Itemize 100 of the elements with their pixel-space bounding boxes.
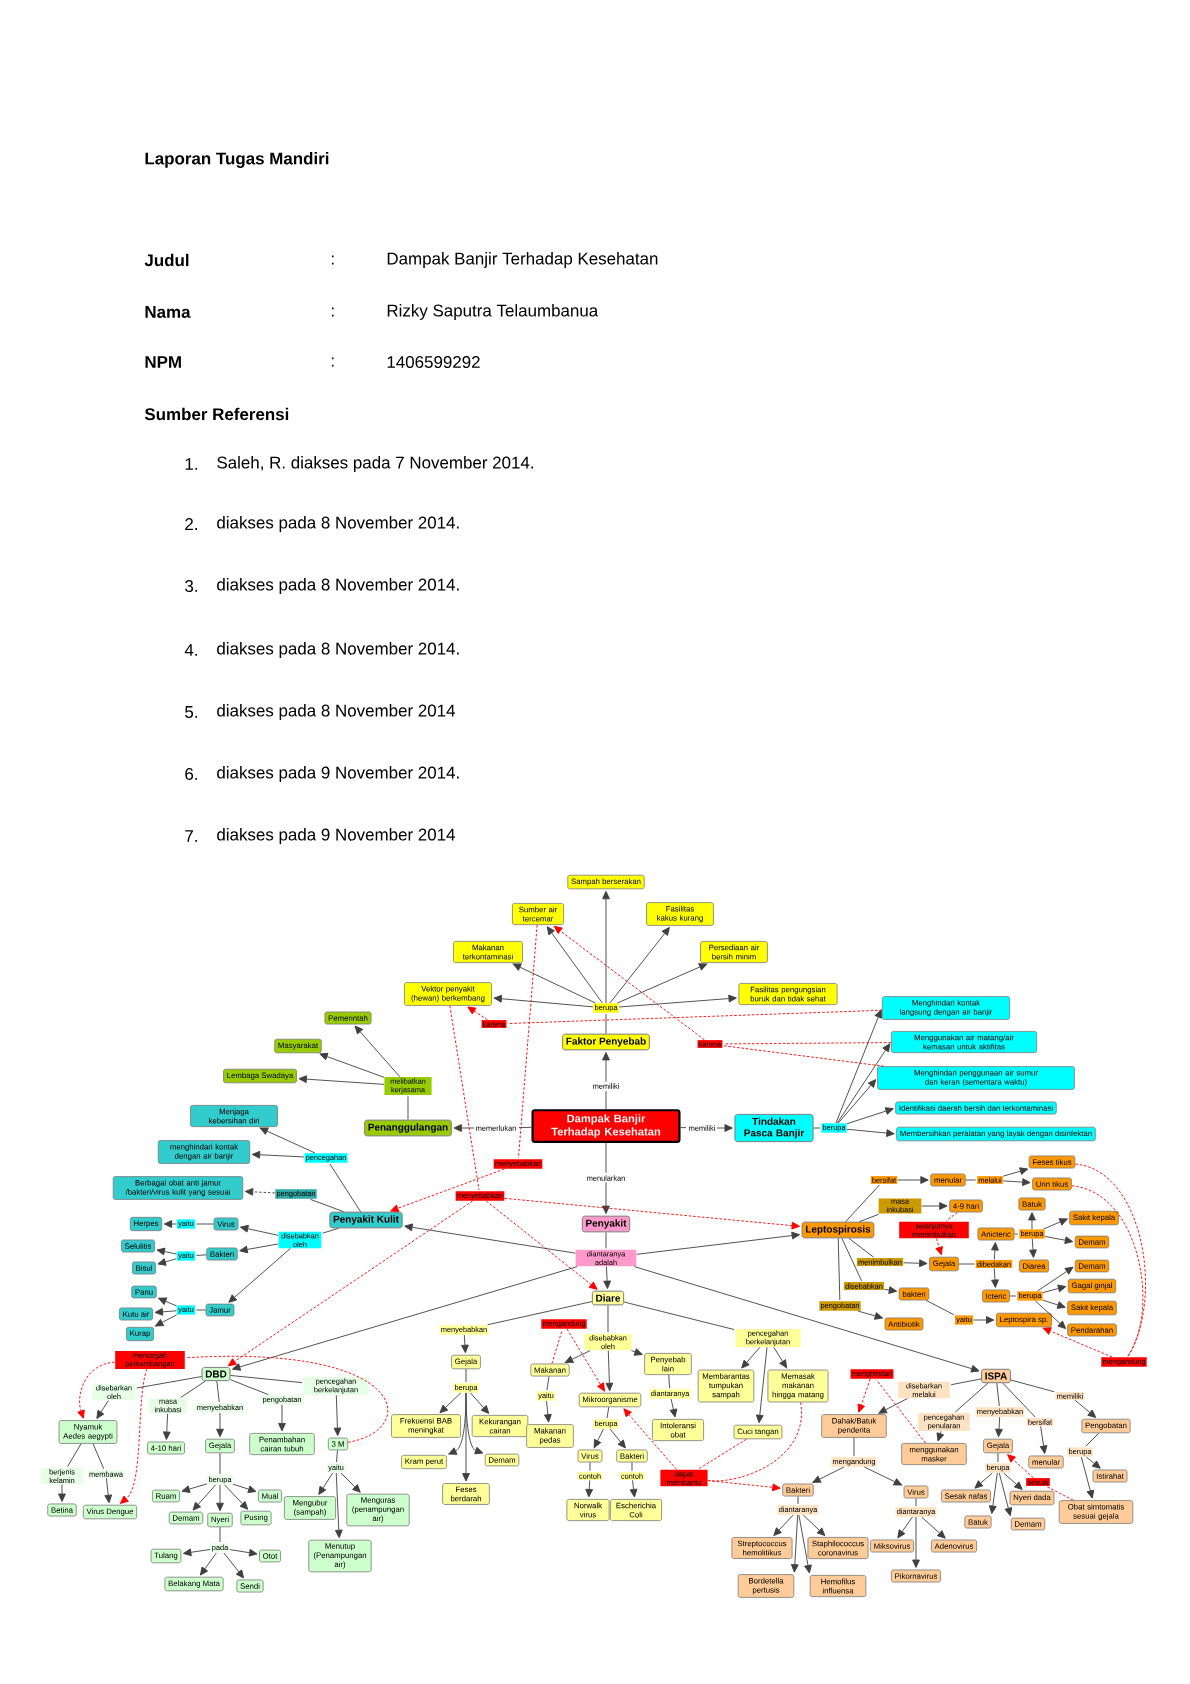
connector-line	[848, 1237, 874, 1258]
connector-line	[631, 1462, 633, 1472]
connector-line	[195, 1309, 207, 1311]
arrow	[773, 1346, 788, 1369]
connector-line	[67, 1443, 82, 1467]
arrow	[216, 1412, 224, 1438]
arrow	[228, 1248, 291, 1303]
field-value: Dampak Banjir Terhadap Kesehatan	[387, 252, 658, 268]
connector-line	[1002, 1382, 1036, 1418]
connector-line	[1009, 1295, 1017, 1297]
dashed-arrow	[707, 1480, 781, 1492]
field-label: Judul	[144, 253, 189, 267]
arrow	[154, 1308, 178, 1316]
connector-line	[623, 1301, 735, 1330]
arrow	[857, 1310, 884, 1320]
arrow	[835, 1009, 882, 1124]
reference-text: diakses pada 8 November 2014.	[217, 578, 459, 594]
list-number: 1.	[185, 458, 197, 470]
connector-line	[230, 1379, 269, 1396]
list-number: 4.	[184, 644, 197, 656]
arrow	[602, 1052, 610, 1083]
connector-line	[465, 1368, 467, 1383]
dashed-arrow	[390, 1168, 505, 1212]
arrow	[995, 1416, 1003, 1438]
dashed-connector-line	[945, 1212, 958, 1222]
dashed-arrow	[244, 1187, 276, 1196]
arrow	[232, 1266, 578, 1371]
arrow	[991, 1242, 999, 1261]
arrow	[716, 1124, 733, 1132]
dashed-connector-line	[507, 1009, 883, 1024]
dashed-arrow	[467, 1006, 488, 1021]
arrow	[564, 1350, 591, 1364]
arrow	[546, 926, 603, 1004]
arrow	[603, 1266, 611, 1289]
connector-line	[180, 1380, 206, 1398]
connector-line	[195, 1254, 207, 1256]
arrow	[239, 1243, 279, 1254]
arrow	[846, 1128, 895, 1137]
connector-line	[925, 1300, 955, 1316]
connector-line	[680, 1127, 687, 1129]
arrow	[602, 1181, 610, 1214]
arrow	[158, 1297, 178, 1307]
connector-line	[216, 1380, 220, 1403]
arrow	[192, 1484, 216, 1511]
arrow	[229, 1548, 258, 1557]
arrow	[897, 1176, 929, 1184]
connector-line	[195, 1223, 215, 1225]
connector-line	[845, 1184, 880, 1223]
connector-line	[965, 1179, 977, 1181]
connector-line	[136, 1376, 202, 1389]
arrow	[1085, 1456, 1101, 1469]
connector-line	[1014, 1233, 1019, 1235]
arrow	[798, 1514, 812, 1574]
colon: :	[331, 307, 334, 317]
field-value: 1406599292	[387, 356, 480, 368]
connector-line	[853, 1437, 855, 1457]
arrow	[1037, 1266, 1074, 1292]
connector-line	[837, 1237, 841, 1301]
arrow	[585, 1479, 594, 1498]
arrow	[846, 1107, 894, 1125]
dashed-arrow	[227, 1200, 473, 1367]
arrow	[232, 1483, 257, 1493]
dashed-arrow	[77, 1361, 116, 1419]
arrow	[802, 1514, 826, 1536]
connector-line	[487, 1301, 593, 1326]
reference-text: diakses pada 8 November 2014	[217, 704, 455, 720]
field-value: Rizky Saputra Telaumbanua	[387, 304, 599, 320]
arrow	[318, 1472, 334, 1495]
dashed-arrow	[1007, 1454, 1034, 1479]
dashed-connector-line	[518, 924, 538, 1159]
arrow	[1035, 1300, 1067, 1330]
arrow	[155, 1314, 178, 1327]
list-number: 5.	[185, 706, 197, 718]
arrow	[404, 1223, 576, 1254]
arrow	[182, 1548, 211, 1557]
reference-text: diakses pada 9 November 2014.	[217, 766, 459, 782]
arrow	[278, 1404, 286, 1432]
connector-line	[996, 1382, 1000, 1407]
reference-text: diakses pada 8 November 2014.	[217, 516, 459, 532]
connector-line	[546, 1376, 550, 1391]
dashed-connector-line	[551, 1329, 563, 1364]
arrow	[812, 1466, 845, 1484]
dashed-arrow	[119, 1368, 148, 1504]
dashed-connector-line	[449, 1005, 480, 1191]
arrow	[157, 1258, 178, 1266]
list-number: 2.	[185, 518, 197, 530]
dashed-arrow	[553, 925, 705, 1041]
arrow	[1002, 1167, 1029, 1177]
arrow	[837, 1079, 877, 1124]
dashed-connector-line	[185, 1355, 389, 1443]
dashed-connector-line	[1046, 1486, 1074, 1501]
arrow	[298, 1075, 385, 1085]
arrow	[156, 1247, 178, 1256]
arrow	[1029, 1238, 1037, 1258]
arrow	[354, 1025, 401, 1078]
connector-line	[605, 1090, 607, 1110]
arrow	[162, 1413, 171, 1440]
arrow	[773, 1514, 794, 1536]
arrow	[181, 1483, 208, 1493]
arrow	[609, 1428, 626, 1449]
